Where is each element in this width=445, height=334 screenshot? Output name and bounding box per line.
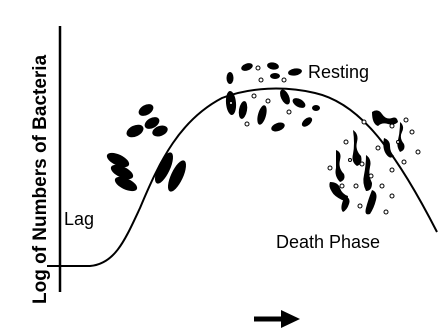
right-arrow-icon: [254, 310, 300, 328]
resting-phase-bacteria: [225, 62, 320, 134]
resting-phase-label: Resting: [308, 62, 369, 82]
death-phase-label: Death Phase: [276, 232, 380, 252]
log-phase-bacteria: [105, 102, 190, 194]
lag-phase-label: Lag: [64, 209, 94, 229]
